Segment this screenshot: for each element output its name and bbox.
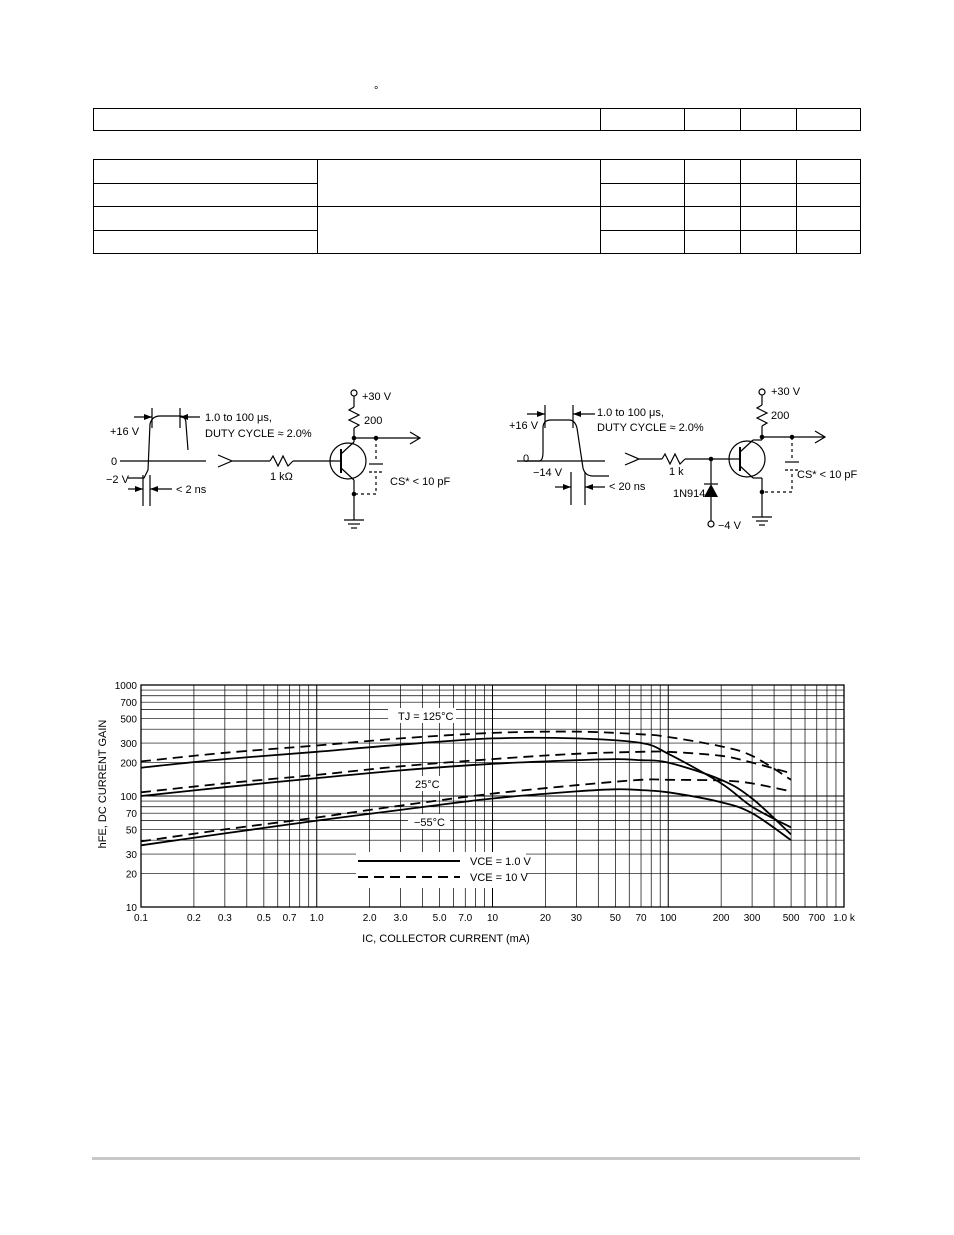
x-tick-label: 70	[635, 913, 647, 924]
table-row-single	[93, 108, 861, 131]
characteristics-table-outlines	[93, 108, 861, 254]
y-tick-label: 20	[126, 870, 138, 881]
duty-cycle-label: DUTY CYCLE ≈ 2.0%	[597, 422, 704, 434]
x-tick-label: 0.2	[187, 913, 201, 924]
series-line-3	[140, 750, 792, 794]
dc-current-gain-chart: 0.1 0.2 0.3 0.5 0.7 1.0 2.0 3.0 5.0 7.0 10 20 30 50 70…	[97, 681, 856, 945]
load-cap-label: CS* < 10 pF	[797, 469, 858, 481]
duty-cycle-label: DUTY CYCLE ≈ 2.0%	[205, 428, 312, 440]
x-tick-label: 7.0	[458, 913, 472, 924]
rise-time-label: < 2 ns	[176, 484, 207, 496]
supply-label: +30 V	[771, 386, 801, 398]
y-tick-label: 300	[120, 739, 137, 750]
x-tick-label: 20	[540, 913, 552, 924]
transistor-symbol	[728, 440, 766, 478]
chart-grid	[140, 684, 845, 908]
footer-rule	[92, 1157, 860, 1160]
bias-label: −4 V	[718, 520, 742, 532]
x-tick-label: 3.0	[394, 913, 408, 924]
collector-resistor-label: 200	[771, 410, 789, 422]
tj-125-annotation: TJ = 125°C	[398, 711, 454, 723]
x-tick-label: 300	[744, 913, 761, 924]
collector-resistor	[347, 406, 361, 429]
chart-series	[140, 730, 792, 847]
tj-minus55-annotation: −55°C	[414, 817, 445, 829]
x-tick-label: 200	[713, 913, 730, 924]
y-tick-label: 70	[126, 809, 138, 820]
x-tick-label: 700	[808, 913, 825, 924]
transistor-symbol	[329, 442, 367, 480]
x-tick-label: 0.3	[218, 913, 232, 924]
y-tick-label: 700	[120, 698, 137, 709]
x-tick-label: 500	[783, 913, 800, 924]
x-tick-label: 0.7	[283, 913, 297, 924]
pulse-zero-label: 0	[111, 456, 117, 468]
y-tick-label: 30	[126, 850, 138, 861]
x-tick-label: 50	[610, 913, 622, 924]
base-resistor	[269, 454, 294, 468]
x-tick-label: 10	[487, 913, 499, 924]
tj-25-annotation: 25°C	[415, 779, 440, 791]
pulse-waveform	[128, 415, 189, 479]
x-tick-label: 30	[571, 913, 583, 924]
series-line-5	[140, 778, 792, 843]
legend-vce-1v: VCE = 1.0 V	[470, 856, 532, 868]
pulse-low-label: −2 V	[106, 474, 130, 486]
y-tick-label: 500	[120, 714, 137, 725]
legend-vce-10v: VCE = 10 V	[470, 872, 528, 884]
x-tick-label: 1.0	[310, 913, 324, 924]
series-line-1	[140, 730, 792, 781]
degree-mark: °	[374, 85, 379, 97]
series-line-0	[140, 736, 792, 829]
collector-resistor	[755, 404, 769, 427]
y-tick-label: 50	[126, 825, 138, 836]
x-tick-label: 0.5	[257, 913, 271, 924]
x-tick-label: 100	[660, 913, 677, 924]
pulse-low-label: −14 V	[533, 467, 563, 479]
supply-label: +30 V	[362, 391, 392, 403]
diode-label: 1N914	[673, 488, 705, 500]
x-tick-label: 2.0	[363, 913, 377, 924]
x-tick-label: 5.0	[433, 913, 447, 924]
pulse-high-label: +16 V	[110, 426, 140, 438]
collector-resistor-label: 200	[364, 415, 382, 427]
chart-tick-labels: 0.1 0.2 0.3 0.5 0.7 1.0 2.0 3.0 5.0 7.0 10 20 30 50 70…	[115, 681, 856, 924]
x-tick-label: 1.0 k	[833, 913, 856, 924]
fall-time-label: < 20 ns	[609, 481, 646, 493]
load-cap-label: CS* < 10 pF	[390, 476, 451, 488]
x-axis-title: IC, COLLECTOR CURRENT (mA)	[362, 933, 530, 945]
pulse-width-label: 1.0 to 100 μs,	[205, 412, 272, 424]
switching-circuit-right: +16 V 0 −14 V 1.0 to 100 μs, DUTY CYCLE …	[509, 386, 858, 532]
base-resistor-label: 1 k	[669, 466, 684, 478]
y-axis-title: hFE, DC CURRENT GAIN	[97, 720, 109, 849]
y-tick-label: 200	[120, 759, 137, 770]
pulse-high-label: +16 V	[509, 420, 539, 432]
pulse-width-label: 1.0 to 100 μs,	[597, 407, 664, 419]
y-tick-label: 100	[120, 792, 137, 803]
base-resistor	[661, 452, 686, 466]
diode-symbol	[704, 484, 718, 497]
y-tick-label: 1000	[115, 681, 138, 692]
pulse-zero-label: 0	[523, 453, 529, 465]
chart-legend	[356, 852, 526, 888]
series-line-4	[140, 788, 792, 847]
base-resistor-label: 1 kΩ	[270, 471, 293, 483]
x-tick-label: 0.1	[134, 913, 148, 924]
y-tick-label: 10	[126, 903, 138, 914]
switching-circuit-left: +16 V 0 −2 V 1.0 to 100 μs, DUTY CYCLE ≈…	[106, 389, 451, 529]
